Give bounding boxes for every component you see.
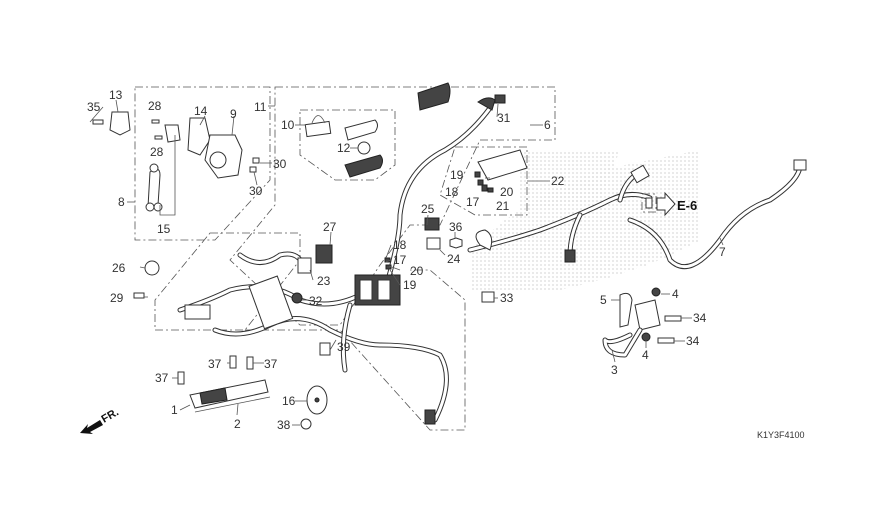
callout-17[interactable]: 17 (393, 253, 407, 267)
callout-28[interactable]: 28 (148, 99, 162, 113)
callout-11[interactable]: 11 (254, 100, 267, 114)
leader-lines (89, 99, 724, 426)
main-wire-harness (177, 105, 493, 425)
callout-31[interactable]: 31 (497, 111, 511, 125)
callout-7[interactable]: 7 (719, 245, 726, 259)
callout-30[interactable]: 30 (273, 157, 287, 171)
callout-34[interactable]: 34 (686, 334, 700, 348)
callout-37[interactable]: 37 (155, 371, 169, 385)
callout-33[interactable]: 33 (500, 291, 514, 305)
callout-32[interactable]: 32 (309, 294, 323, 308)
callout-25[interactable]: 25 (421, 202, 435, 216)
callout-14[interactable]: 14 (194, 104, 208, 118)
right-wire-harness (467, 159, 807, 270)
callout-4[interactable]: 4 (672, 287, 679, 301)
group-outline-relay-box (439, 146, 528, 216)
diagram-code: K1Y3F4100 (757, 430, 805, 440)
callout-16[interactable]: 16 (282, 394, 296, 408)
reference-tag[interactable]: E-6 (677, 198, 697, 213)
callout-37[interactable]: 37 (208, 357, 222, 371)
callout-19[interactable]: 19 (450, 168, 464, 182)
callout-12[interactable]: 12 (337, 141, 351, 155)
ignition-coil-parts (602, 287, 682, 358)
callout-6[interactable]: 6 (544, 118, 551, 132)
callout-39[interactable]: 39 (337, 340, 351, 354)
lower-parts (177, 355, 328, 430)
callout-27[interactable]: 27 (323, 220, 337, 234)
callout-20[interactable]: 20 (500, 185, 514, 199)
callout-4[interactable]: 4 (642, 348, 649, 362)
callout-21[interactable]: 21 (496, 199, 510, 213)
callout-22[interactable]: 22 (551, 174, 565, 188)
callout-17[interactable]: 17 (466, 195, 480, 209)
callout-28[interactable]: 28 (150, 145, 164, 159)
callout-29[interactable]: 29 (110, 291, 124, 305)
group-outline-remote (299, 109, 396, 181)
callout-9[interactable]: 9 (230, 107, 237, 121)
callout-10[interactable]: 10 (281, 118, 295, 132)
key-remote-parts (304, 82, 528, 181)
ignition-switch-parts (92, 111, 260, 212)
callout-13[interactable]: 13 (109, 88, 123, 102)
relay-parts (133, 171, 495, 356)
callout-20[interactable]: 20 (410, 264, 424, 278)
stipple-region (470, 150, 700, 290)
arrow-right-icon (656, 191, 676, 217)
reference-e6: E-6 (641, 191, 697, 217)
front-arrow-icon (80, 420, 103, 434)
callout-8[interactable]: 8 (118, 195, 125, 209)
callout-3[interactable]: 3 (611, 363, 618, 377)
callout-35[interactable]: 35 (87, 100, 101, 114)
callouts: 35 13 28 28 14 9 8 15 30 30 11 10 12 31 … (87, 88, 726, 432)
group-outline-ignition-switch (134, 86, 271, 241)
front-label: FR. (100, 406, 121, 425)
callout-18[interactable]: 18 (393, 238, 407, 252)
callout-30[interactable]: 30 (249, 184, 263, 198)
callout-37[interactable]: 37 (264, 357, 278, 371)
callout-24[interactable]: 24 (447, 252, 461, 266)
group-outline-main-harness (154, 232, 301, 331)
callout-23[interactable]: 23 (317, 274, 331, 288)
callout-26[interactable]: 26 (112, 261, 126, 275)
callout-15[interactable]: 15 (157, 222, 171, 236)
callout-36[interactable]: 36 (449, 220, 463, 234)
callout-34[interactable]: 34 (693, 311, 707, 325)
callout-19[interactable]: 19 (403, 278, 417, 292)
callout-1[interactable]: 1 (171, 403, 178, 417)
callout-2[interactable]: 2 (234, 417, 241, 431)
callout-5[interactable]: 5 (600, 293, 607, 307)
callout-38[interactable]: 38 (277, 418, 291, 432)
front-direction-indicator: FR. (80, 406, 121, 434)
callout-18[interactable]: 18 (445, 185, 459, 199)
